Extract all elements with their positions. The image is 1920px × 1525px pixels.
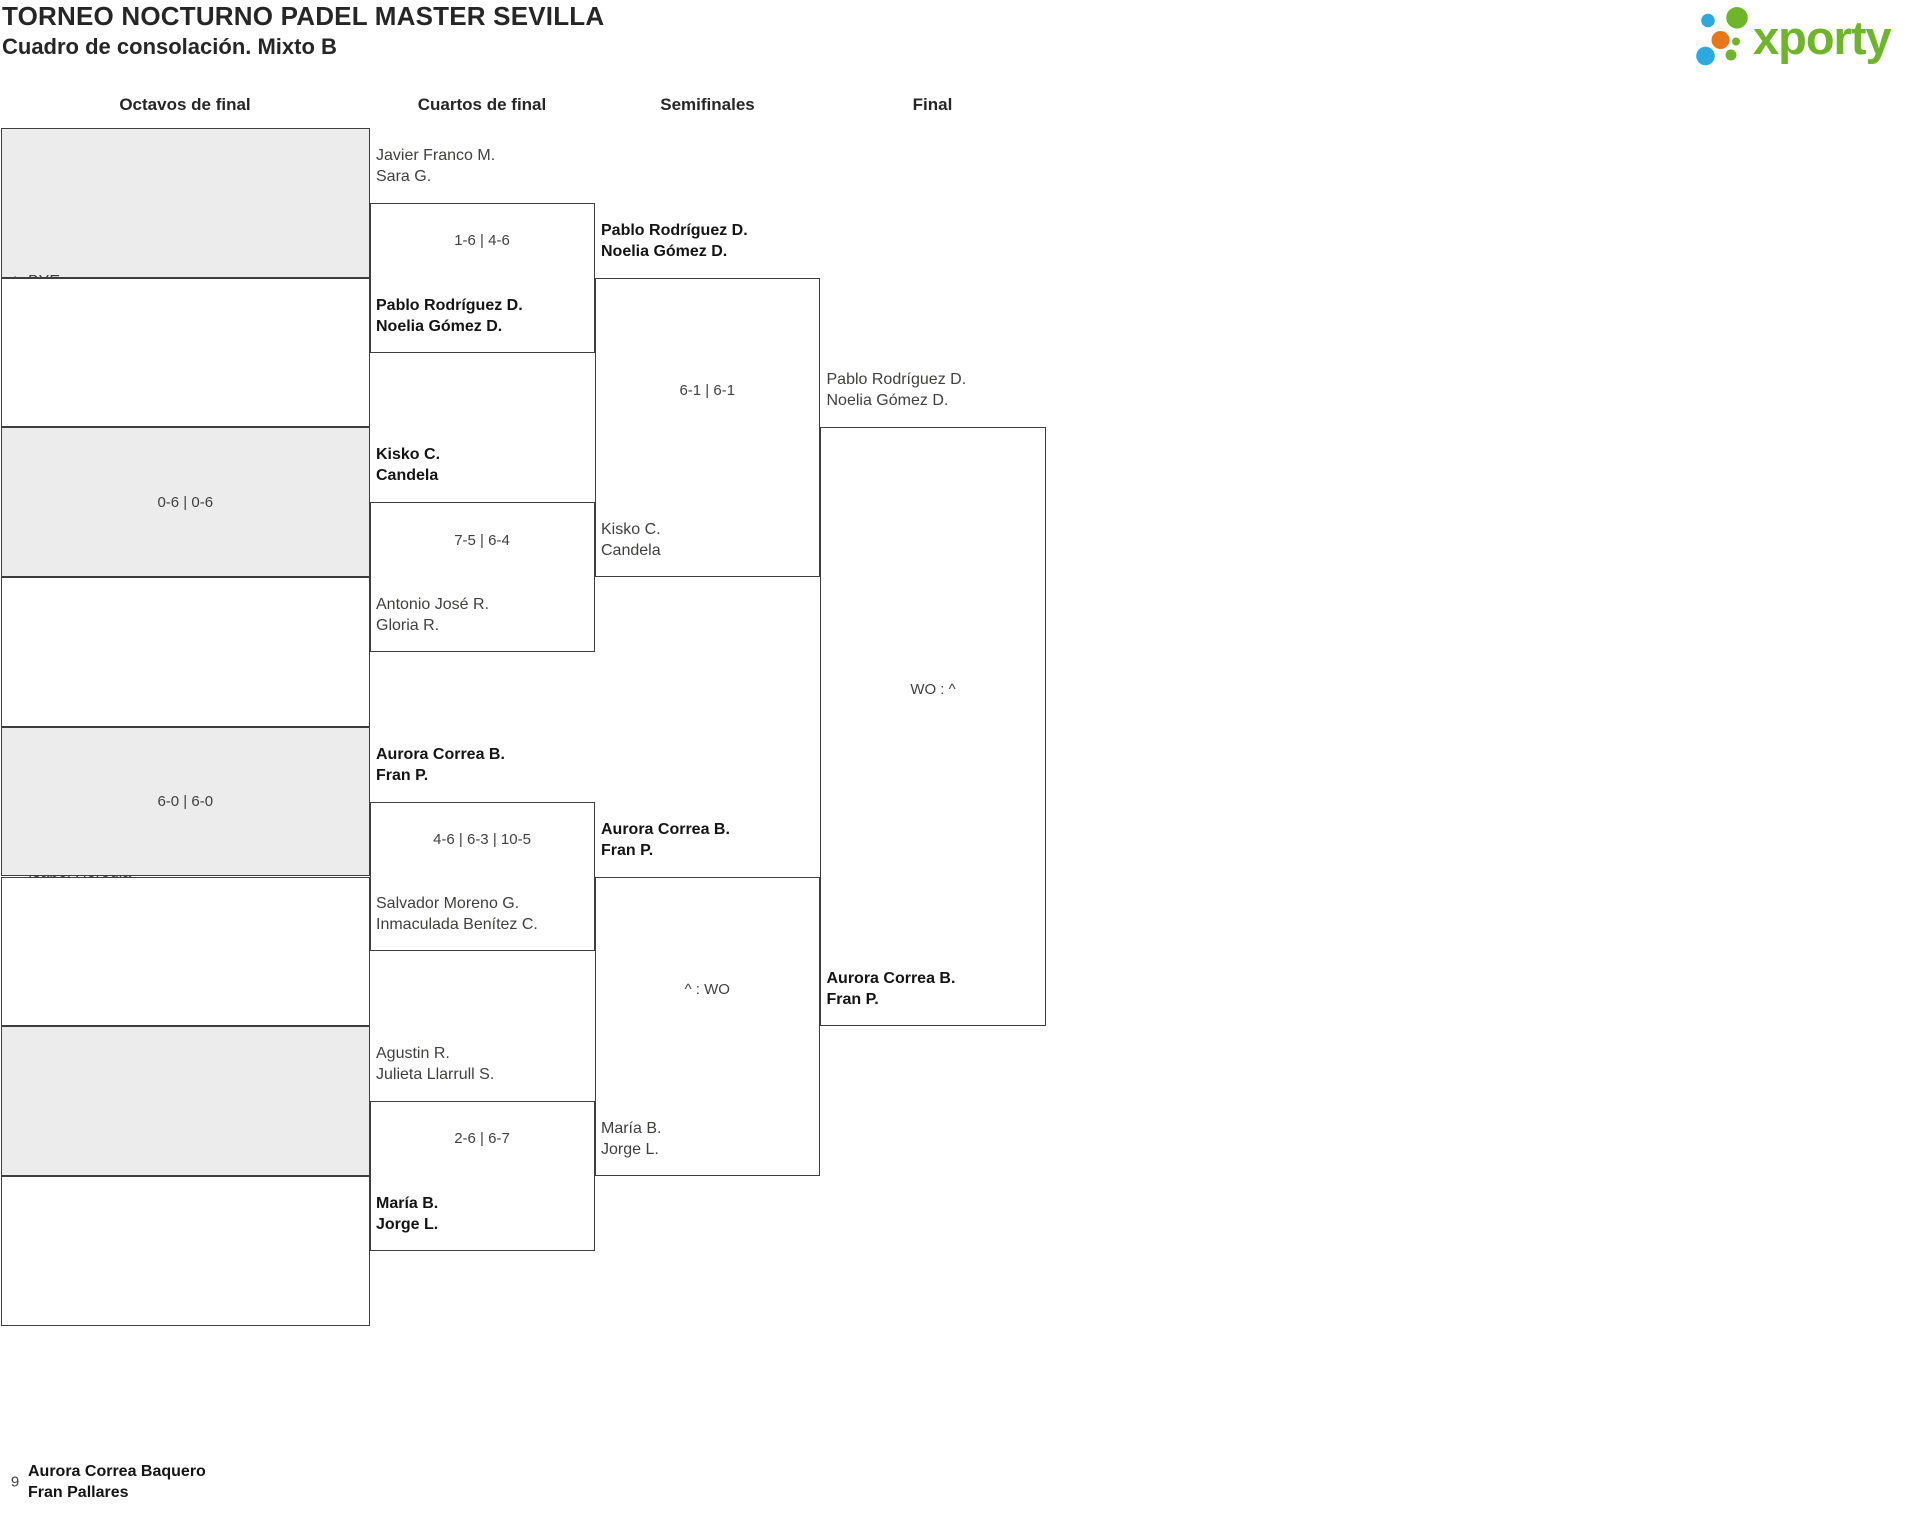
xporty-logo[interactable]: xporty (1692, 4, 1920, 70)
team-name-line: Fran Pallares (28, 1484, 129, 1502)
r16-match-1: 1BYE2Javier Franco MorilloSara Gámez (1, 128, 370, 399)
team-name-line: Aurora Correa B. (601, 820, 730, 838)
qf-match-2 (369, 502, 595, 652)
team-name-line: Aurora Correa B. (826, 970, 956, 988)
team-name-line: Fran P. (601, 841, 654, 859)
team-name-line: Inmaculada Benítez C. (376, 916, 538, 934)
team-name-line: Noelia Gómez D. (826, 392, 949, 410)
team-name-line: Aurora Correa B. (376, 745, 505, 763)
round-header-1: Octavos de final (119, 95, 251, 114)
team-name-line: Julieta Llarrull S. (376, 1066, 495, 1084)
qf-team2-names: Pablo Rodríguez D. Noelia Gómez D. (376, 295, 523, 337)
slot-number: 9 (10, 1473, 20, 1491)
sf-match-2 (594, 876, 820, 1176)
team-name-line: Pablo Rodríguez D. (376, 296, 523, 314)
team-name-line: Salvador Moreno G. (376, 895, 520, 913)
qf-match-4 (369, 1101, 595, 1251)
team-name-line: Jorge L. (601, 1140, 659, 1158)
match-score: WO : ^ (910, 681, 956, 699)
team-name-line: Noelia Gómez D. (601, 242, 728, 260)
team-name-line: Fran P. (826, 991, 879, 1009)
match-score: 2-6 | 6-7 (454, 1130, 510, 1148)
r16-match-8: 15María BenaventJorge López16BYE (1, 1175, 370, 1326)
team-name-line: Noelia Gómez D. (376, 317, 503, 335)
team-name-line: Pablo Rodríguez D. (601, 221, 748, 239)
page-subtitle: Cuadro de consolación. Mixto B (2, 34, 337, 59)
team-name-line: Kisko C. (601, 521, 661, 539)
r16-match-4: 7Antonio José RojasGloria Rodríguez8BYE (1, 577, 370, 1289)
team-name-line: Javier Franco M. (376, 146, 496, 164)
match-score: 1-6 | 4-6 (454, 232, 510, 250)
team-name-line: Aurora Correa Baquero (28, 1463, 206, 1481)
page-title: TORNEO NOCTURNO PADEL MASTER SEVILLA (2, 1, 605, 31)
team-name-line: María B. (601, 1119, 662, 1137)
r16-match-7: 13BYE14Agustin RichardJulieta Llarrull S… (1, 1026, 370, 1176)
match-score: ^ : WO (684, 980, 730, 998)
team-name-line: Candela (601, 542, 661, 560)
qf-team2-names: Salvador Moreno G. Inmaculada Benítez C. (376, 893, 538, 935)
logo-wordmark: xporty (1753, 11, 1892, 64)
sf-match-1 (594, 277, 820, 578)
team-name-line: Pablo Rodríguez D. (826, 371, 967, 389)
team-name-line: Agustin R. (376, 1045, 450, 1063)
team-name-line: Candela (376, 467, 439, 485)
qf-match-1 (369, 202, 595, 353)
round-header-3: Semifinales (660, 95, 755, 114)
team-name-line: Sara G. (376, 167, 432, 185)
qf-team1-names: Aurora Correa B. Fran P. (376, 744, 505, 786)
sf-team2-names: Kisko C. Candela (601, 519, 661, 561)
sf-team1-names: Aurora Correa B. Fran P. (601, 819, 730, 861)
qf-match-3 (369, 801, 595, 952)
qf-team1-names: Kisko C. Candela (376, 444, 440, 486)
match-score: 0-6 | 0-6 (157, 493, 214, 511)
qf-team2-names: Antonio José R. Gloria R. (376, 594, 489, 636)
qf-team2-names: María B. Jorge L. (376, 1193, 438, 1235)
team-name-line: Jorge L. (376, 1215, 439, 1233)
match-score: 6-0 | 6-0 (157, 793, 214, 811)
sf-team2-names: María B. Jorge L. (601, 1118, 661, 1160)
match-score: 4-6 | 6-3 | 10-5 (433, 831, 531, 848)
qf-team1-names: Agustin R. Julieta Llarrull S. (376, 1043, 494, 1085)
final-team2-names: Aurora Correa B. Fran P. (827, 968, 956, 1010)
final-team1-names: Pablo Rodríguez D. Noelia Gómez D. (827, 369, 967, 411)
sf-team1-names: Pablo Rodríguez D. Noelia Gómez D. (601, 220, 748, 262)
team-name-line: Fran P. (376, 766, 429, 784)
r16-match-2: 3Pablo Rodríguez De La VegaNoelia Gómez … (1, 277, 370, 690)
qf-team1-names: Javier Franco M. Sara G. (376, 145, 495, 187)
match-score: 7-5 | 6-4 (454, 531, 510, 549)
team-name-line: María B. (376, 1194, 439, 1212)
team-name-line: Kisko C. (376, 446, 441, 464)
final-match-1 (820, 427, 1046, 1027)
round-header-2: Cuartos de final (417, 95, 547, 114)
team-name-line: Gloria R. (376, 616, 440, 634)
r16-match-6: 11Salvador Moreno GarcíaInmaculada Benít… (1, 876, 370, 1027)
team-name-line: Antonio José R. (376, 595, 489, 613)
round-header-4: Final (912, 95, 953, 114)
match-score: 6-1 | 6-1 (679, 381, 736, 399)
logo-dots-icon (1696, 7, 1748, 66)
